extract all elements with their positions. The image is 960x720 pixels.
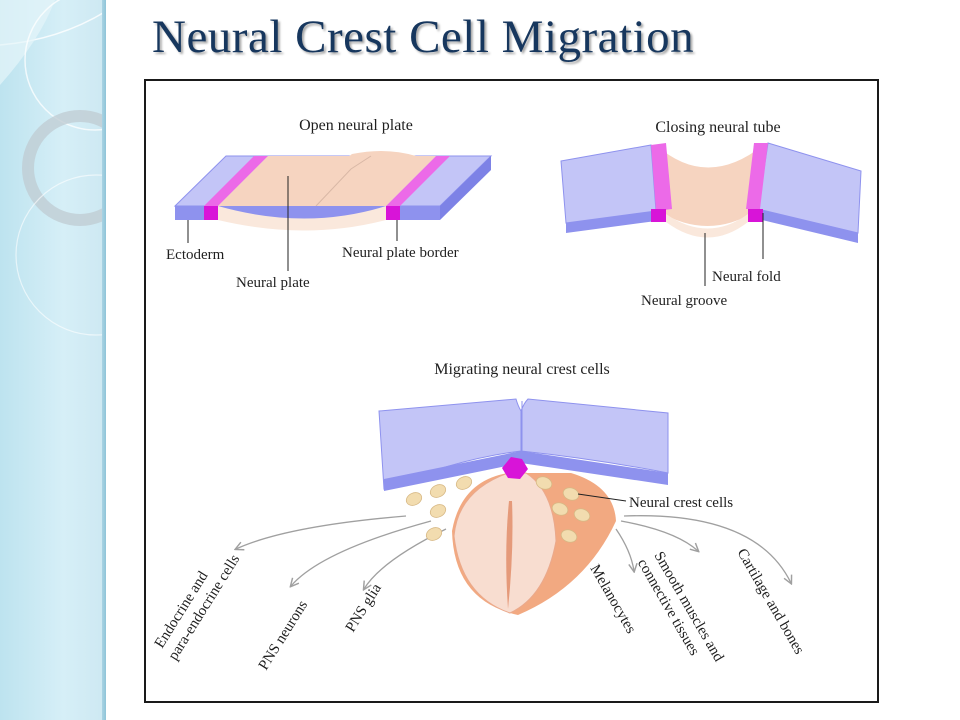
arrow-melanocytes bbox=[615, 528, 634, 571]
derivative-melanocytes: Melanocytes bbox=[587, 562, 639, 637]
left-neural-fold-strip bbox=[651, 143, 672, 211]
migrating-left-ectoderm-edge bbox=[384, 451, 521, 491]
left-neural-fold-block bbox=[651, 209, 666, 222]
smooth-muscle-label-group: Smooth muscles and connective tissues bbox=[634, 549, 727, 665]
arrow-smooth-muscle bbox=[620, 520, 698, 551]
left-plate-border-strip bbox=[204, 156, 268, 206]
decorative-circles-graphic bbox=[0, 0, 106, 336]
open-neural-plate-title: Open neural plate bbox=[299, 117, 413, 134]
neural-plate-front-face bbox=[218, 206, 386, 231]
ectoderm-side-face bbox=[440, 156, 491, 220]
left-plate-border-block bbox=[204, 206, 218, 220]
right-plate-border-block bbox=[386, 206, 400, 220]
neural-groove-body bbox=[656, 143, 766, 226]
crest-cell bbox=[562, 487, 580, 501]
crest-cell bbox=[573, 508, 591, 522]
neural-groove-label: Neural groove bbox=[641, 293, 728, 309]
crest-cell bbox=[429, 504, 447, 518]
right-ectoderm-edge bbox=[758, 209, 858, 243]
open-neural-plate-panel: Open neural plate Ectoderm Neural plate … bbox=[166, 117, 493, 291]
migrating-right-ectoderm-edge bbox=[521, 451, 668, 485]
migrating-crest-title: Migrating neural crest cells bbox=[434, 361, 610, 378]
arrow-cartilage bbox=[623, 515, 791, 583]
crest-cell bbox=[455, 476, 473, 490]
crest-cell bbox=[425, 527, 443, 541]
left-ectoderm-edge bbox=[566, 211, 656, 233]
neural-crest-cells-label: Neural crest cells bbox=[629, 495, 733, 511]
arrow-endocrine bbox=[236, 515, 407, 549]
right-neural-fold-strip bbox=[746, 143, 768, 209]
right-plate-border-strip bbox=[386, 156, 450, 206]
right-neural-fold-block bbox=[748, 209, 763, 222]
neural-groove-front-rim bbox=[666, 214, 748, 238]
crest-cells-leader bbox=[577, 493, 627, 502]
diagram-canvas: Open neural plate Ectoderm Neural plate … bbox=[152, 117, 862, 673]
strip-edge bbox=[102, 0, 106, 720]
crest-cell bbox=[405, 492, 423, 506]
plate-fold-crease bbox=[315, 155, 372, 207]
neural-crest-diagram: Open neural plate Ectoderm Neural plate … bbox=[144, 79, 879, 703]
closing-neural-tube-panel: Closing neural tube Neural fold Neural g… bbox=[560, 119, 862, 309]
endocrine-label-group: Endocrine and para-endocrine cells bbox=[152, 552, 244, 663]
derivative-cartilage: Cartilage and bones bbox=[734, 546, 808, 657]
neural-plate-label: Neural plate bbox=[236, 275, 310, 291]
migrating-crest-panel: Migrating neural crest cells bbox=[152, 361, 808, 673]
crest-cell bbox=[560, 529, 578, 543]
slide-title: Neural Crest Cell Migration bbox=[152, 11, 695, 63]
neural-tube bbox=[453, 472, 557, 614]
migrating-right-ectoderm bbox=[520, 398, 669, 474]
side-decoration-strip bbox=[0, 0, 106, 720]
arrow-pns-neurons bbox=[291, 520, 432, 586]
crest-cell bbox=[429, 484, 447, 498]
neural-plate-top bbox=[218, 156, 436, 206]
migrating-crest-cluster bbox=[502, 457, 528, 479]
derivative-pns-neurons: PNS neurons bbox=[256, 598, 311, 673]
left-ectoderm-wing bbox=[560, 144, 657, 224]
neural-tube-lumen bbox=[506, 501, 513, 609]
closing-neural-tube-title: Closing neural tube bbox=[655, 119, 780, 136]
crest-cell bbox=[551, 502, 569, 516]
crest-cell bbox=[535, 476, 553, 490]
crest-cells bbox=[405, 476, 591, 543]
neural-plate-border-label: Neural plate border bbox=[342, 245, 459, 261]
ectoderm-label: Ectoderm bbox=[166, 247, 225, 263]
neural-fold-label: Neural fold bbox=[712, 269, 781, 285]
